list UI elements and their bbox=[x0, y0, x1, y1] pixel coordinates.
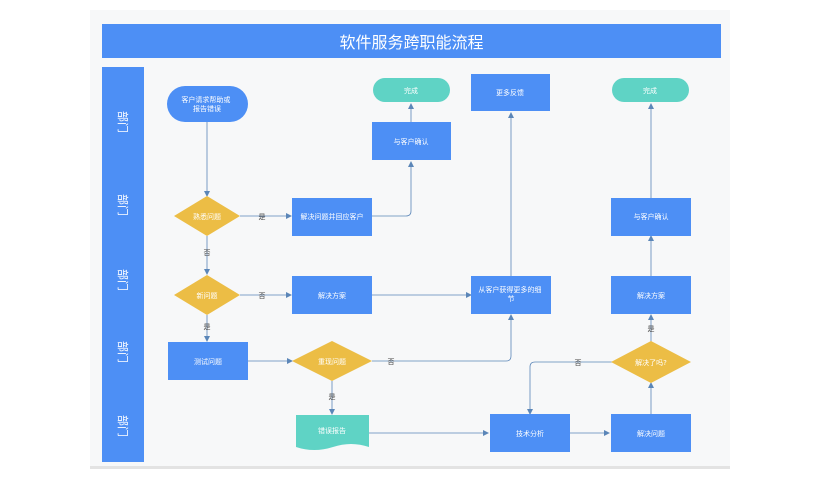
process-get-more-details-label: 从客户获得更多的细 节 bbox=[478, 285, 543, 303]
edge-label-no: 否 bbox=[204, 249, 211, 257]
end-terminal-done bbox=[612, 78, 689, 102]
decision-new-issue-label: 新问题 bbox=[197, 291, 218, 300]
edge-label-yes: 是 bbox=[648, 325, 655, 333]
edge-label-no: 否 bbox=[388, 358, 395, 366]
process-technical-analysis-label: 技术分析 bbox=[516, 429, 544, 438]
decision-reproduce-issue bbox=[292, 341, 372, 381]
process-technical-analysis bbox=[490, 414, 570, 452]
end-terminal-done-label: 完成 bbox=[643, 86, 657, 95]
process-test-issue bbox=[168, 342, 248, 380]
process-confirm-with-customer bbox=[372, 122, 451, 160]
decision-reproduce-issue-label: 重现问题 bbox=[318, 358, 346, 366]
edge-label-no: 否 bbox=[575, 359, 582, 367]
edge-resolve-to-confirm1 bbox=[372, 161, 414, 217]
process-confirm-with-customer-label: 与客户确认 bbox=[634, 212, 669, 221]
swimlane-header-bar bbox=[102, 67, 144, 462]
edge-reproduce-to-details bbox=[372, 314, 514, 362]
canvas-bottom-border bbox=[90, 466, 730, 469]
edge-label-yes: 是 bbox=[329, 393, 336, 401]
process-more-feedback-label: 更多反馈 bbox=[496, 88, 524, 97]
decision-known-issue bbox=[174, 196, 240, 236]
edge-label-yes: 是 bbox=[259, 213, 266, 221]
start-terminal-label: 客户请求帮助或 报告错误 bbox=[181, 95, 232, 113]
process-get-more-details bbox=[471, 276, 551, 314]
process-resolve-respond-label: 解决问题并回应客户 bbox=[301, 212, 364, 221]
decision-known-issue-label: 熟悉问题 bbox=[193, 212, 221, 221]
document-error-report bbox=[296, 415, 369, 450]
decision-resolved-label: 解决了吗? bbox=[635, 358, 667, 367]
decision-new-issue bbox=[174, 275, 240, 315]
process-resolve-issue-label: 解决问题 bbox=[637, 429, 665, 438]
decision-resolved bbox=[611, 341, 691, 383]
process-confirm-with-customer bbox=[611, 198, 691, 236]
process-test-issue-label: 测试问题 bbox=[194, 357, 222, 366]
process-solution-label: 解决方案 bbox=[318, 291, 346, 300]
process-solution bbox=[611, 276, 691, 314]
end-terminal-done bbox=[373, 78, 450, 102]
edge-resolved-to-analysis bbox=[527, 361, 612, 415]
process-solution-label: 解决方案 bbox=[637, 291, 665, 300]
edge-label-no: 否 bbox=[259, 292, 266, 300]
process-confirm-with-customer-label: 与客户确认 bbox=[394, 137, 429, 146]
diagram-title: 软件服务跨职能流程 bbox=[102, 24, 721, 58]
document-error-report-label: 错误报告 bbox=[318, 426, 346, 435]
start-terminal bbox=[167, 86, 248, 122]
process-resolve-respond bbox=[292, 198, 372, 236]
process-more-feedback bbox=[471, 74, 550, 111]
process-solution bbox=[292, 276, 372, 314]
end-terminal-done-label: 完成 bbox=[404, 86, 418, 95]
process-resolve-issue bbox=[611, 414, 691, 452]
edge-label-yes: 是 bbox=[204, 323, 211, 331]
